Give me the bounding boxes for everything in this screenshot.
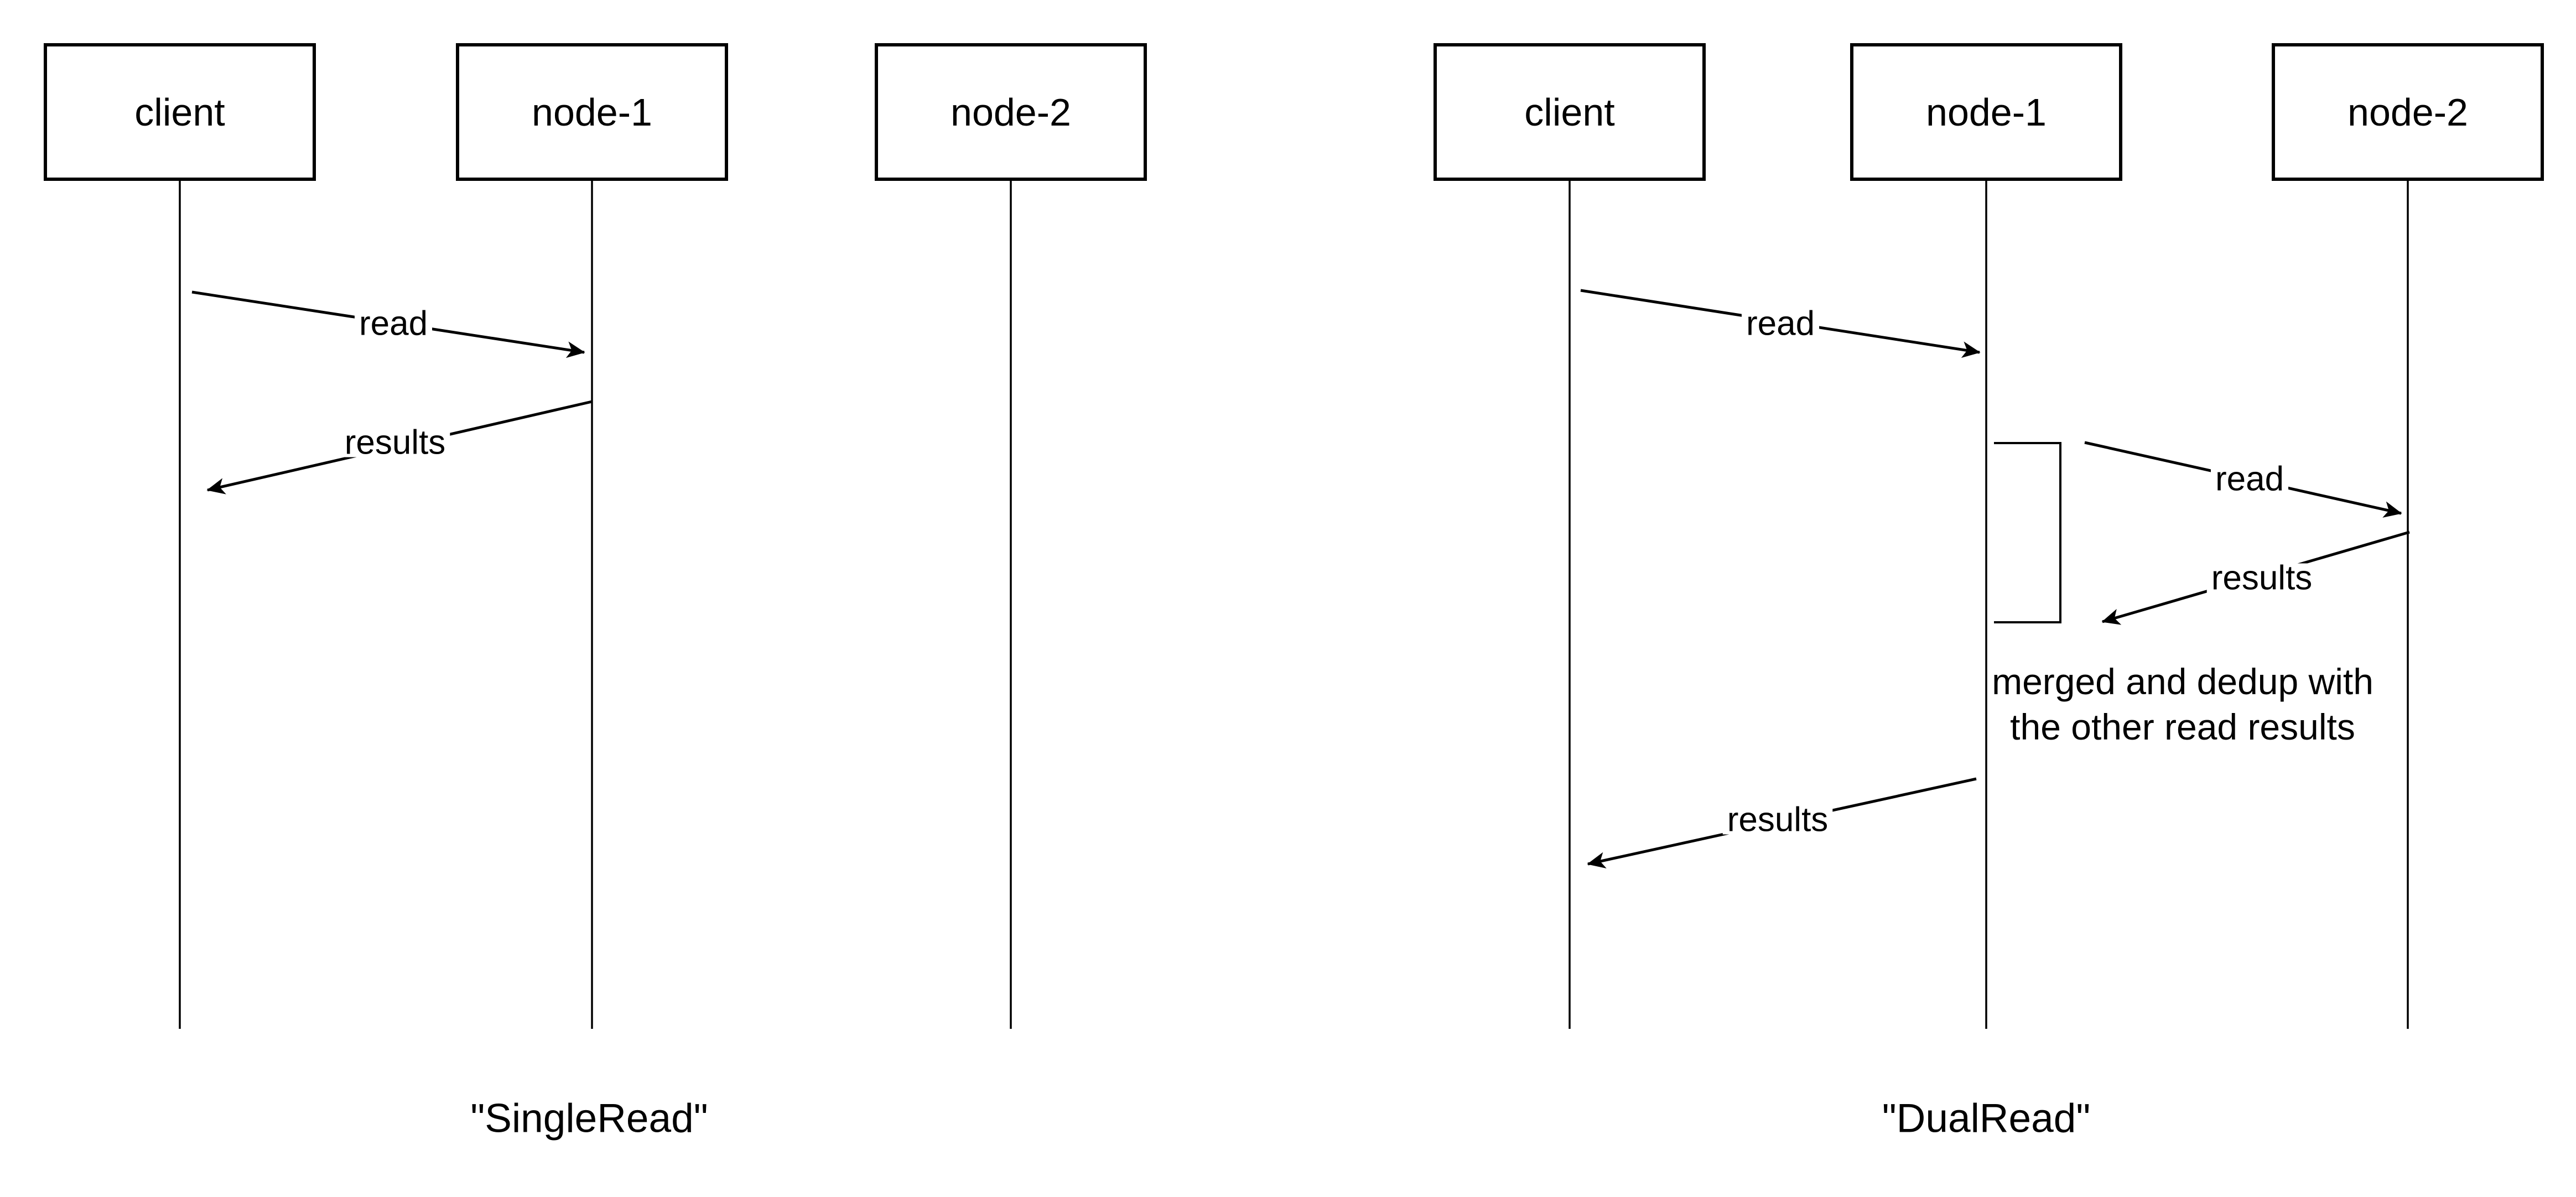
message-label-results: results (2211, 559, 2313, 597)
actor-box-client (44, 43, 316, 181)
actor-box-node-1 (1850, 43, 2122, 181)
message-label-bg (340, 428, 450, 457)
actor-box-client (1434, 43, 1706, 181)
message-label-bg (2206, 563, 2317, 593)
caption-singleread: "SingleRead" (470, 1096, 708, 1141)
note-text-line-2: the other read results (2010, 706, 2355, 747)
actor-box-node-2 (2272, 43, 2544, 181)
diagram-dualread: client node-1 node-2 read read results m… (1434, 43, 2544, 1141)
caption-dualread: "DualRead" (1882, 1096, 2090, 1141)
actor-box-node-1 (456, 43, 728, 181)
message-label-read: read (2215, 460, 2284, 498)
message-label-results: results (1727, 801, 1829, 839)
actor-label-node-1: node-1 (1926, 91, 2047, 134)
actor-label-client: client (134, 91, 225, 134)
message-label-bg (1722, 805, 1833, 835)
actor-label-client: client (1524, 91, 1614, 134)
activation-bracket-node-1 (1994, 442, 2061, 623)
message-label-bg (1741, 309, 1820, 339)
note-text-line-1: merged and dedup with (1992, 661, 2374, 702)
message-label-read: read (359, 305, 428, 343)
actor-label-node-2: node-2 (951, 91, 1071, 134)
actor-box-node-2 (875, 43, 1147, 181)
message-label-bg (2210, 464, 2289, 494)
actor-label-node-1: node-1 (532, 91, 652, 134)
message-label-results: results (345, 424, 446, 462)
actor-label-node-2: node-2 (2348, 91, 2468, 134)
message-label-bg (354, 309, 433, 339)
diagram-singleread: client node-1 node-2 read results "Singl… (44, 43, 1147, 1141)
message-label-read: read (1746, 305, 1815, 343)
